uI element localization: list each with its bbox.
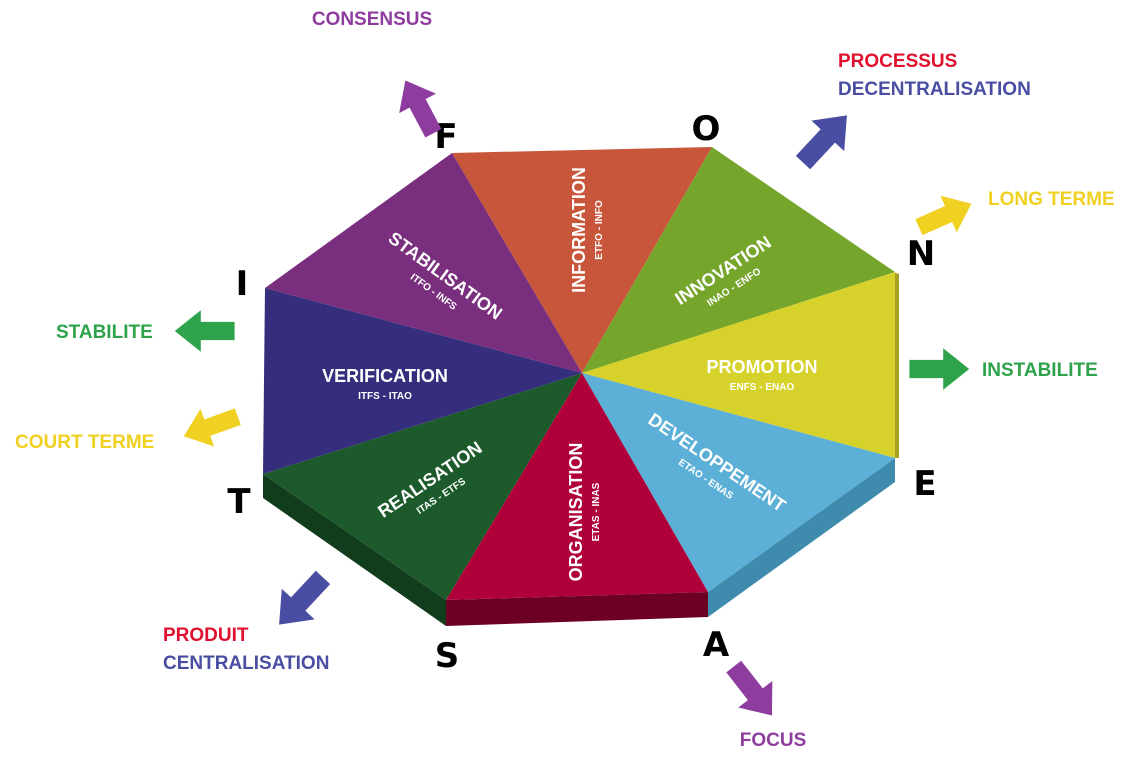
sector-stabilisation[interactable] — [265, 153, 582, 373]
sector-code: ETAS - INAS — [591, 482, 602, 541]
label-instabilite: INSTABILITE — [982, 360, 1098, 381]
label-decentralisation: DECENTRALISATION — [838, 79, 1031, 100]
label-stabilite: STABILITE — [56, 322, 153, 343]
sector-code: ETFO - INFO — [594, 200, 605, 260]
side-face-developpement — [708, 458, 895, 617]
vertex-letter-o: O — [692, 109, 721, 149]
sector-label-verification: VERIFICATION ITFS - ITAO — [322, 366, 448, 402]
octagon-sectors — [263, 147, 895, 600]
vertex-letter-n: N — [907, 234, 935, 274]
sector-name: PROMOTION — [707, 357, 818, 377]
vertex-letter-a: A — [703, 625, 730, 665]
vertex-letter-t: T — [227, 482, 251, 522]
direction-arrows — [174, 80, 972, 716]
direction-labels: CONSENSUS PROCESSUS DECENTRALISATION LON… — [15, 9, 1115, 751]
vertex-letter-i: I — [236, 264, 249, 304]
side-face-realisation — [263, 474, 446, 626]
side-face-organisation — [446, 592, 708, 626]
arrow-up-right-icon — [795, 115, 847, 170]
vertex-letter-s: S — [435, 636, 460, 676]
arrow-down-right-icon — [726, 660, 773, 716]
sector-name: VERIFICATION — [322, 366, 448, 386]
arrow-down-left-icon — [279, 570, 331, 625]
label-centralisation: CENTRALISATION — [163, 653, 329, 674]
sector-code: ENFS - ENAO — [730, 382, 795, 393]
vertex-letters: F O N E A S T I — [227, 109, 936, 676]
sector-code: ITFS - ITAO — [358, 391, 412, 402]
sector-label-organisation: ORGANISATION ETAS - INAS — [566, 443, 602, 582]
sector-label-information: INFORMATION ETFO - INFO — [569, 167, 605, 293]
sector-verification[interactable] — [263, 288, 582, 474]
sector-innovation[interactable] — [582, 147, 895, 373]
arrow-right-icon — [915, 195, 972, 236]
sector-name: INFORMATION — [569, 167, 589, 293]
label-long-terme: LONG TERME — [988, 189, 1115, 210]
sector-realisation[interactable] — [263, 373, 582, 600]
arrow-left-icon — [174, 310, 235, 352]
sector-name: ORGANISATION — [566, 443, 586, 582]
label-produit: PRODUIT — [163, 625, 249, 646]
sector-organisation[interactable] — [446, 373, 708, 600]
sector-promotion[interactable] — [582, 272, 895, 458]
arrow-right-icon — [909, 348, 970, 390]
label-processus: PROCESSUS — [838, 51, 957, 72]
label-focus: FOCUS — [740, 730, 807, 751]
arrow-up-icon — [399, 80, 442, 138]
label-court-terme: COURT TERME — [15, 432, 154, 453]
vertex-letter-e: E — [913, 464, 936, 504]
label-consensus: CONSENSUS — [312, 9, 432, 30]
octagon-side-faces — [263, 272, 899, 626]
sector-information[interactable] — [452, 147, 712, 373]
sector-developpement[interactable] — [582, 373, 895, 592]
sector-label-promotion: PROMOTION ENFS - ENAO — [707, 357, 818, 393]
arrow-left-icon — [183, 408, 241, 447]
